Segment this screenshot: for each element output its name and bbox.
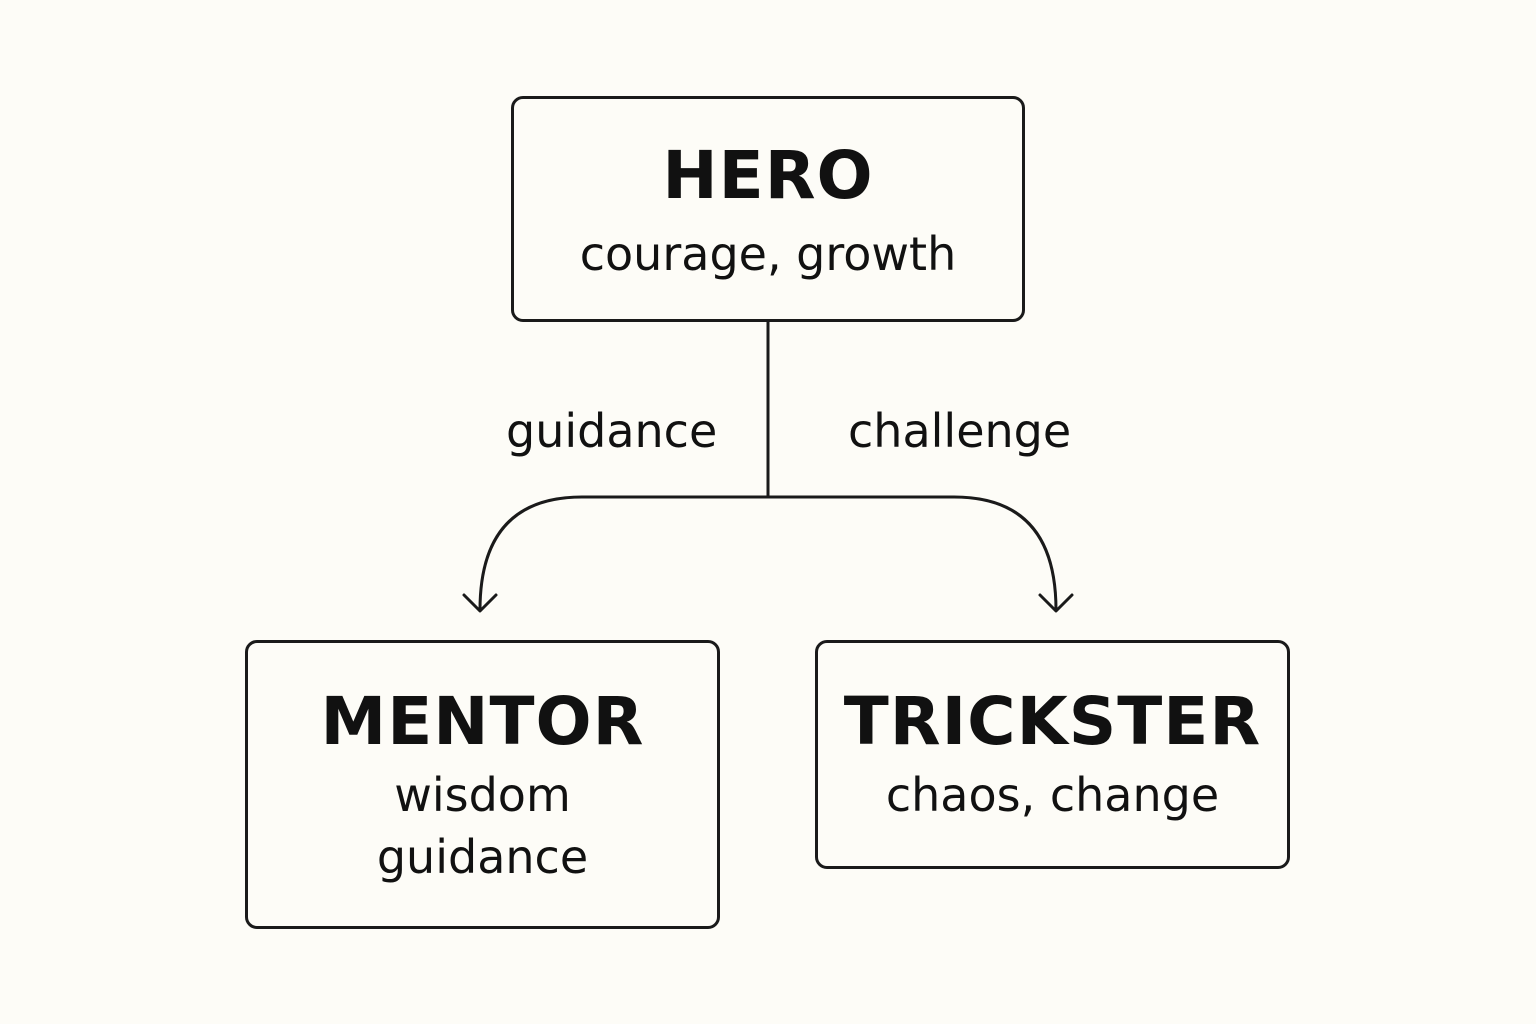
- mentor-title: MENTOR: [320, 683, 645, 760]
- trickster-title: TRICKSTER: [843, 683, 1262, 760]
- edge-hero-trickster: [768, 495, 1058, 611]
- edge-label-challenge: challenge: [848, 404, 1072, 458]
- hero-node: HERO courage, growth: [511, 96, 1025, 322]
- trickster-node: TRICKSTER chaos, change: [815, 640, 1290, 869]
- mentor-traits: wisdom guidance: [377, 765, 588, 888]
- edge-hero-mentor: [478, 495, 768, 611]
- hero-title: HERO: [662, 137, 874, 214]
- mentor-node: MENTOR wisdom guidance: [245, 640, 720, 929]
- trickster-traits: chaos, change: [885, 768, 1220, 822]
- arrowhead-trickster-icon: [1038, 593, 1074, 613]
- mentor-trait-line: guidance: [376, 829, 589, 884]
- mentor-trait-line: wisdom: [394, 768, 571, 822]
- edge-label-guidance: guidance: [506, 404, 718, 458]
- hero-traits: courage, growth: [579, 227, 957, 281]
- arrowhead-mentor-icon: [462, 593, 498, 613]
